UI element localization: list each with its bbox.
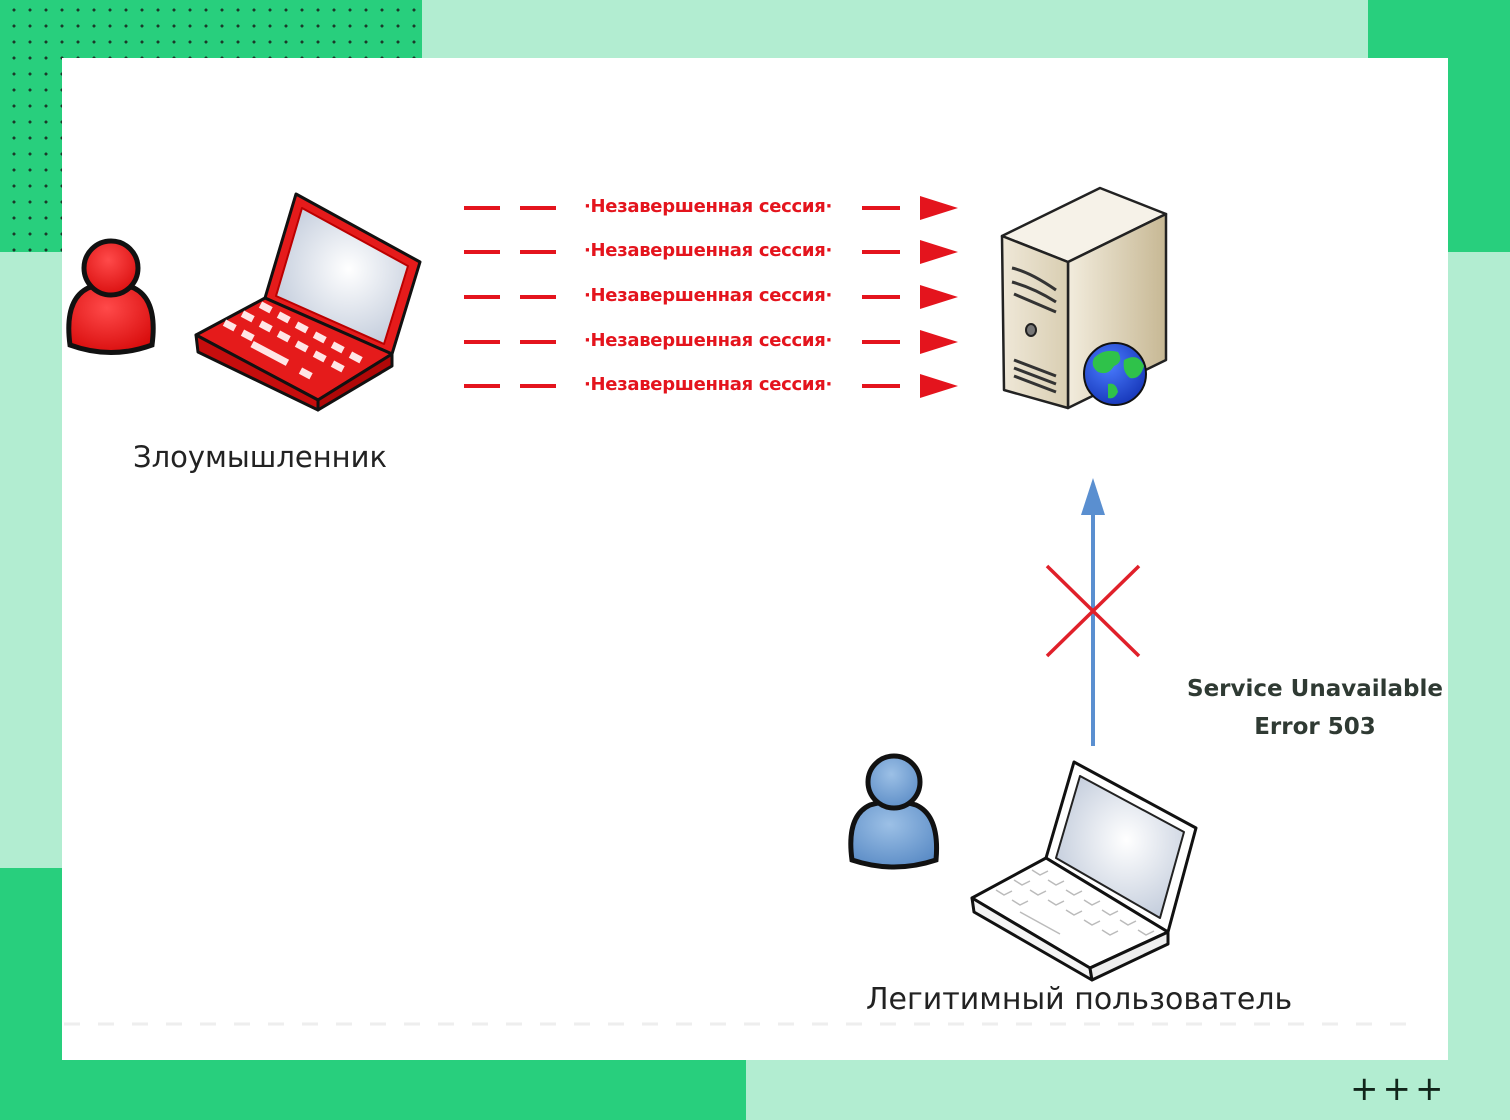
session-arrow <box>464 330 958 354</box>
legit-user-icon <box>848 753 940 870</box>
session-label: ·Незавершенная сессия· <box>584 285 832 306</box>
attacker-user-icon <box>66 238 156 355</box>
session-arrow <box>464 240 958 264</box>
session-arrow <box>464 285 958 309</box>
legit-connection-arrow <box>1081 478 1105 746</box>
plus-decoration: +++ <box>1350 1069 1448 1109</box>
session-label: ·Незавершенная сессия· <box>584 374 832 395</box>
status-line-service-unavailable: Service Unavailable <box>1187 676 1443 702</box>
legit-user-label: Легитимный пользователь <box>866 982 1293 1017</box>
session-arrows <box>464 196 958 398</box>
error-status-text: Service Unavailable Error 503 <box>1180 670 1450 746</box>
status-line-error-code: Error 503 <box>1254 714 1376 740</box>
legit-laptop-icon <box>970 760 1198 982</box>
session-arrow <box>464 374 958 398</box>
attacker-laptop-icon <box>194 192 422 412</box>
session-label: ·Незавершенная сессия· <box>584 196 832 217</box>
blocked-x-icon <box>1045 564 1141 658</box>
session-arrow <box>464 196 958 220</box>
globe-icon <box>1083 342 1147 406</box>
attacker-label: Злоумышленник <box>133 440 388 474</box>
session-label: ·Незавершенная сессия· <box>584 330 832 351</box>
session-label: ·Незавершенная сессия· <box>584 240 832 261</box>
